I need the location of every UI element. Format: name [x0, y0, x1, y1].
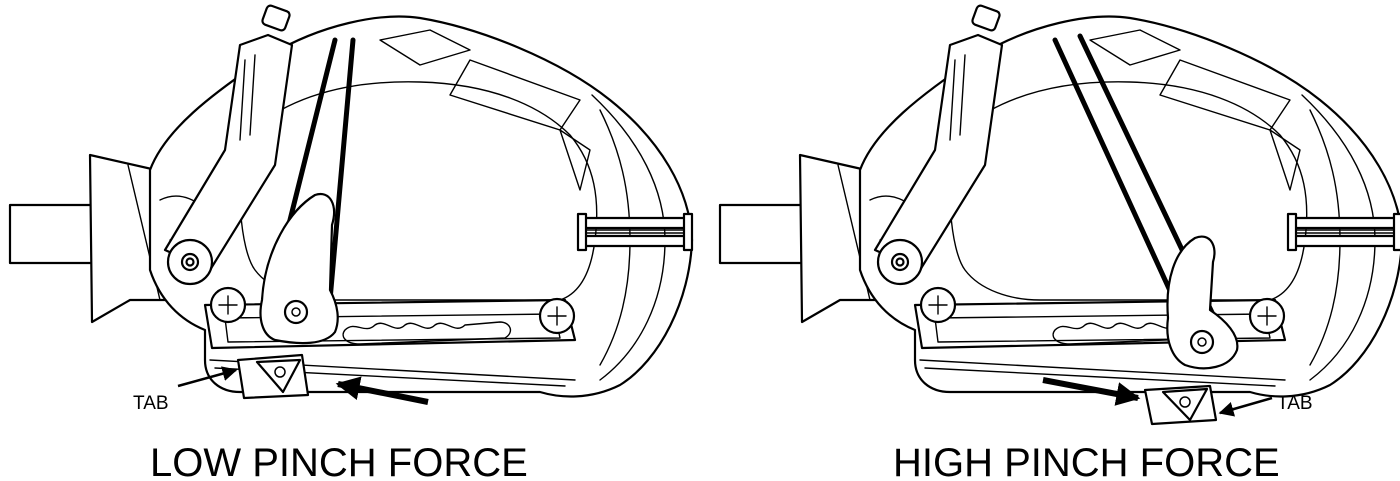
- tab-pointer-arrow-high: [1218, 396, 1273, 417]
- tab-part-high: [1143, 384, 1218, 426]
- caption-high-pinch-force: HIGH PINCH FORCE: [893, 441, 1280, 481]
- direction-arrow-right: [1042, 377, 1141, 406]
- cord-right: [327, 37, 356, 303]
- tab-pointer-arrow-low: [177, 366, 238, 388]
- direction-arrow-left: [335, 376, 429, 405]
- grip-device-high: [718, 3, 1400, 398]
- tab-part-low: [236, 353, 310, 400]
- tab-label-low: TAB: [133, 393, 169, 414]
- cord-left: [1052, 37, 1191, 333]
- pivot-lever-high: [1166, 235, 1239, 370]
- tab-label-high: TAB: [1277, 393, 1313, 414]
- high-pinch-force-panel: TAB HIGH PINCH FORCE: [718, 3, 1400, 481]
- low-pinch-force-panel: TAB LOW PINCH FORCE: [8, 3, 694, 481]
- pivot-lever-low: [259, 192, 339, 345]
- caption-low-pinch-force: LOW PINCH FORCE: [150, 441, 528, 481]
